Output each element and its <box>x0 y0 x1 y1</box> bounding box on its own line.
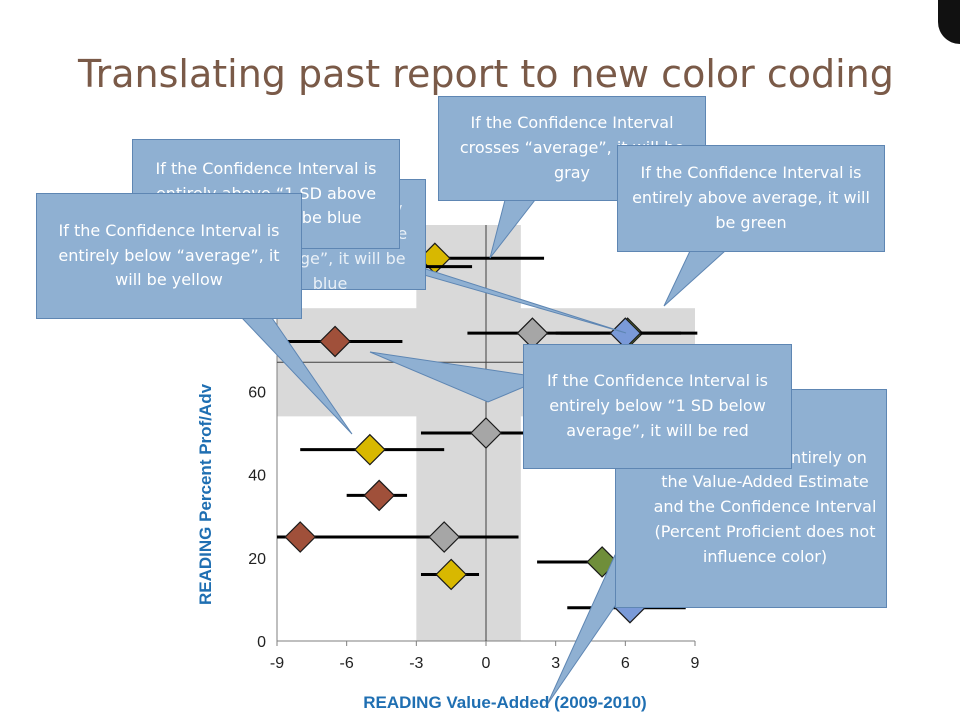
data-point <box>376 521 519 553</box>
red-callout-pointer <box>369 351 547 403</box>
x-axis-label: READING Value-Added (2009-2010) <box>363 693 646 712</box>
callout-red: If the Confidence Interval is entirely b… <box>523 344 792 469</box>
data-point <box>300 433 445 466</box>
value-added-marker <box>319 325 351 358</box>
x-tick-label: 6 <box>621 655 630 672</box>
y-axis-label: READING Percent Prof/Adv <box>196 383 215 605</box>
y-tick-label: 40 <box>248 468 266 485</box>
callout-green: If the Confidence Interval is entirely a… <box>617 145 885 252</box>
x-tick-label: -9 <box>270 655 284 672</box>
data-point <box>420 558 480 591</box>
value-added-marker <box>470 417 502 449</box>
data-point <box>346 479 408 512</box>
x-tick-label: 9 <box>691 655 700 672</box>
data-point <box>277 521 387 553</box>
value-added-marker <box>435 558 468 591</box>
value-added-marker <box>284 521 317 553</box>
value-added-marker <box>428 521 461 553</box>
x-tick-label: 3 <box>551 655 560 672</box>
x-tick-label: 0 <box>482 655 491 672</box>
slide-title: Translating past report to new color cod… <box>78 52 894 96</box>
value-added-marker <box>354 433 386 466</box>
green-callout-pointer <box>663 250 727 307</box>
value-added-marker <box>363 479 396 512</box>
x-tick-label: -6 <box>340 655 354 672</box>
corner-decoration <box>938 0 960 44</box>
y-tick-label: 60 <box>248 384 266 401</box>
callout-yellow: If the Confidence Interval is entirely b… <box>36 193 302 319</box>
y-tick-label: 20 <box>248 551 266 568</box>
axes-layer: -9 -6 -3 0 3 6 9 0 20 40 60 <box>248 225 700 672</box>
data-point <box>277 325 403 358</box>
y-tick-label: 0 <box>257 634 266 651</box>
x-tick-label: -3 <box>409 655 423 672</box>
